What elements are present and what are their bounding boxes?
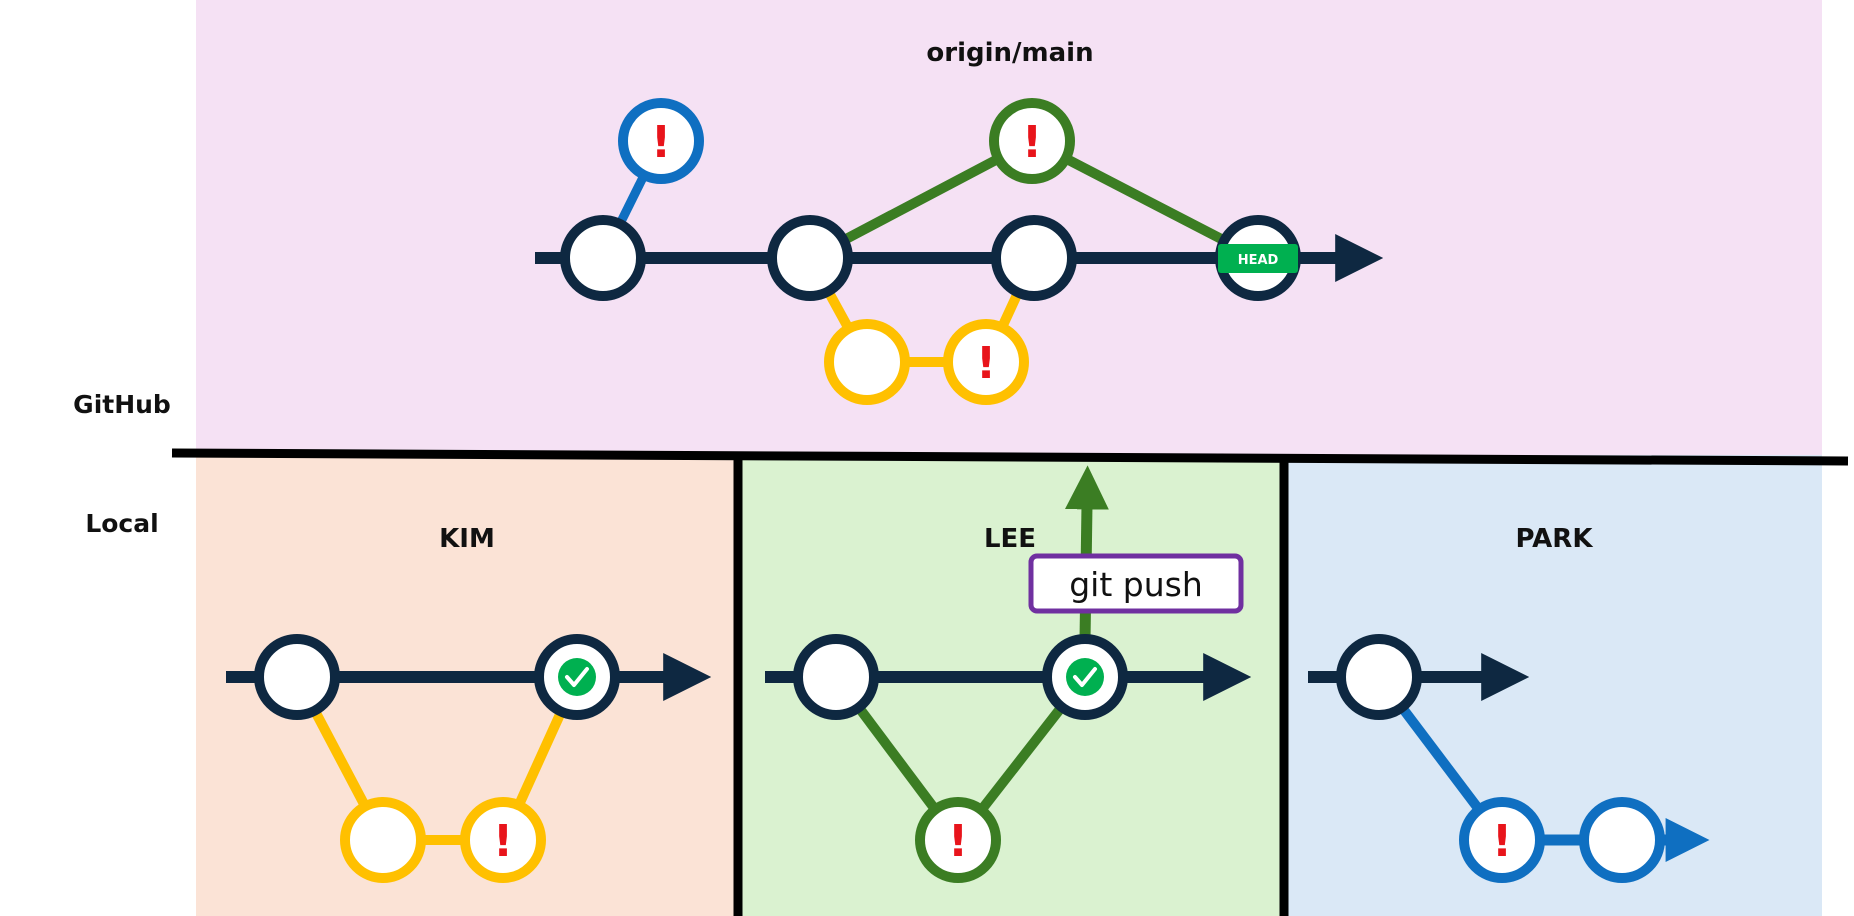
commit-node: [767, 215, 853, 301]
git-push-label: git push: [1069, 565, 1203, 604]
commit-node: [1336, 634, 1422, 720]
origin-graph: HEAD ! ! !: [535, 98, 1384, 405]
conflict-commit-node: [915, 797, 1001, 883]
commit-node: [793, 634, 879, 720]
kim-graph: !: [226, 634, 712, 883]
check-icon: [558, 658, 596, 696]
warning-icon: !: [948, 816, 968, 867]
park-title: PARK: [1516, 524, 1594, 554]
warning-icon: !: [1492, 816, 1512, 867]
conflict-commit-node: [460, 797, 546, 883]
warning-icon: !: [493, 816, 513, 867]
lee-title: LEE: [984, 524, 1036, 554]
commit-node: [824, 319, 910, 405]
warning-icon: !: [976, 338, 996, 389]
commit-node: [254, 634, 340, 720]
commit-node: [560, 215, 646, 301]
warning-icon: !: [1022, 117, 1042, 168]
warning-icon: !: [651, 117, 671, 168]
kim-title: KIM: [439, 524, 495, 554]
commit-node: [991, 215, 1077, 301]
check-icon: [1066, 658, 1104, 696]
park-graph: !: [1308, 634, 1710, 883]
commit-node: [340, 797, 426, 883]
commit-node: [1579, 797, 1665, 883]
head-badge: [1218, 244, 1298, 273]
git-push-label-box: [1028, 553, 1244, 614]
github-local-divider: [171, 448, 1849, 466]
conflict-commit-node: [1459, 797, 1545, 883]
origin-main-title: origin/main: [926, 38, 1093, 68]
lee-graph: ! git push: [765, 465, 1252, 883]
conflict-commit-node: [989, 98, 1075, 184]
conflict-commit-node: [943, 319, 1029, 405]
local-label: Local: [85, 509, 158, 538]
conflict-commit-node: [618, 98, 704, 184]
head-badge-label: HEAD: [1238, 253, 1279, 268]
github-label: GitHub: [73, 390, 171, 419]
